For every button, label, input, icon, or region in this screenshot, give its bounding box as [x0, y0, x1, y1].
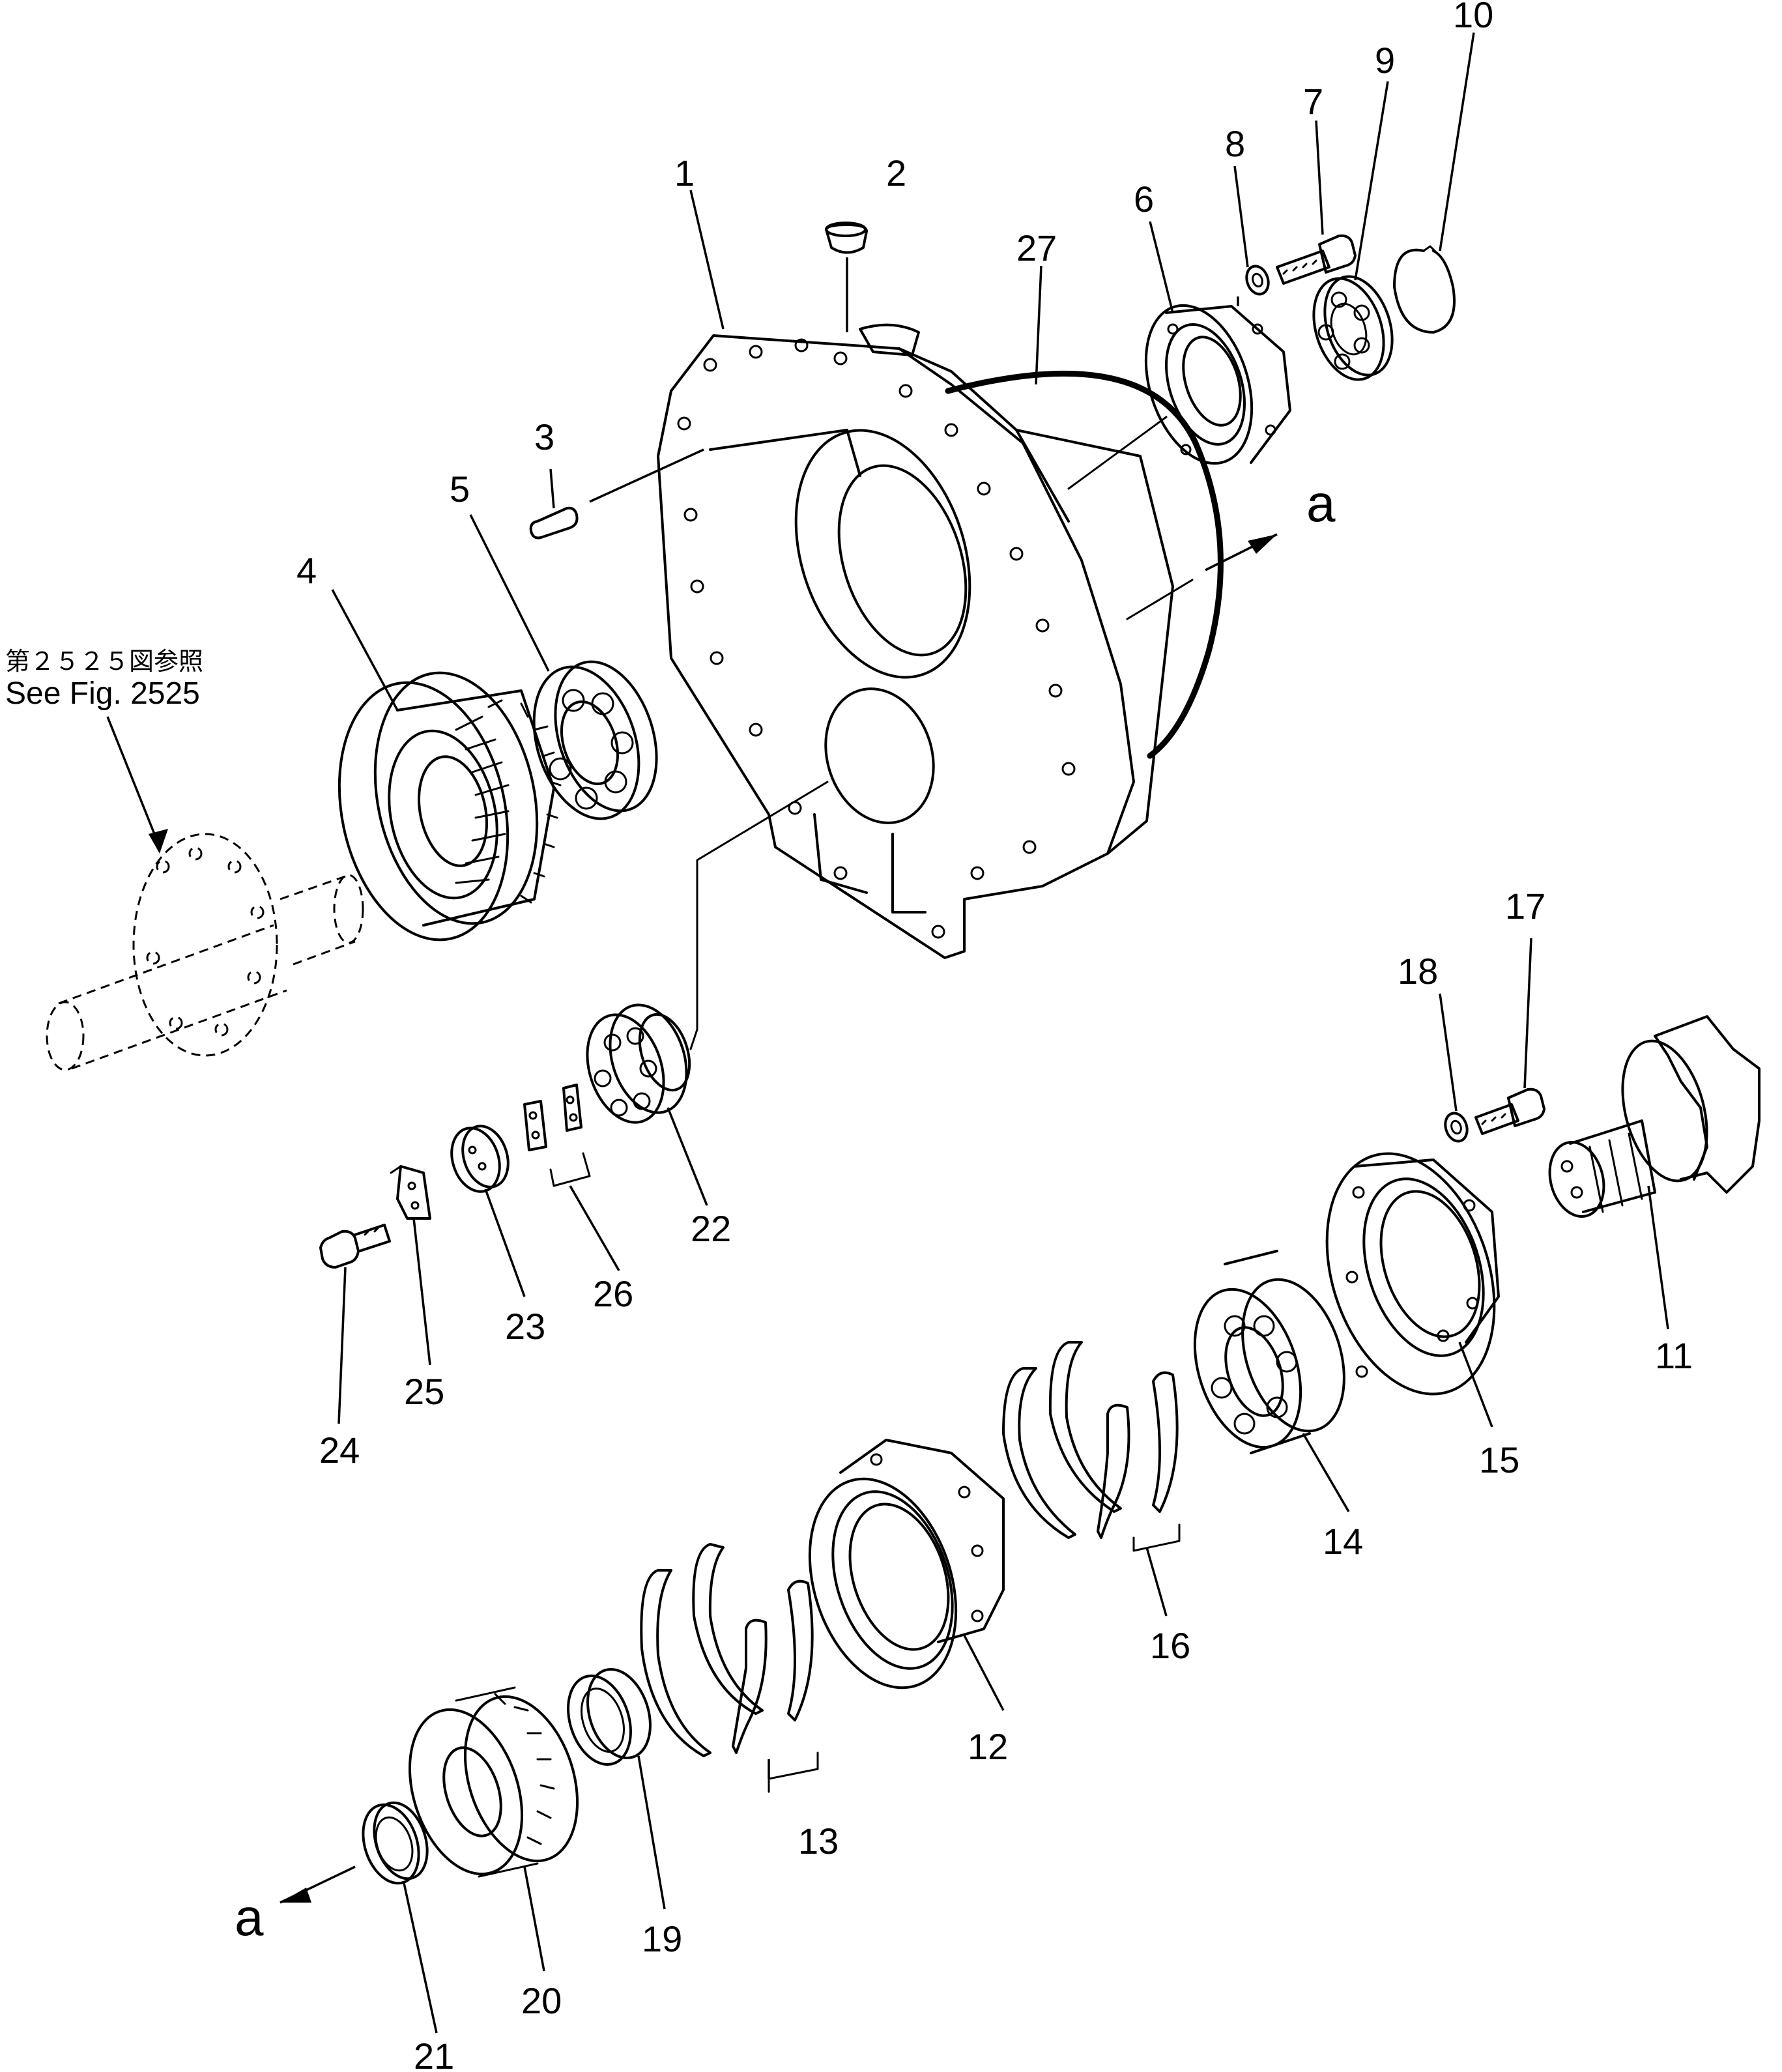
reference-shaft-dashed	[46, 833, 364, 1071]
part-13-shims	[640, 1543, 819, 1793]
reference-arrow-line	[106, 716, 161, 848]
callout-1: 1	[674, 152, 695, 194]
part-25-lock-plate	[390, 1165, 431, 1220]
part-21-ring	[362, 1801, 429, 1885]
part-5-bearing	[532, 660, 658, 820]
callout-11: 11	[1655, 1335, 1693, 1376]
part-12-retainer	[808, 1439, 1005, 1690]
callout-16: 16	[1150, 1625, 1190, 1666]
callout-24: 24	[319, 1430, 360, 1471]
part-26-shims	[523, 1084, 591, 1187]
reference-arrowhead	[149, 829, 168, 854]
part-11-pinion-shaft	[1548, 1015, 1760, 1218]
housing-bolt-holes	[677, 338, 1076, 939]
callout-22: 22	[691, 1208, 731, 1249]
part-7-bolt	[1276, 234, 1357, 285]
part-18-washer	[1444, 1112, 1469, 1143]
callout-20: 20	[521, 1980, 562, 2021]
part-2-plug	[825, 222, 868, 332]
callout-3: 3	[534, 416, 554, 457]
callout-12: 12	[968, 1726, 1008, 1767]
callout-labels: 1 2 3 4 5 6 7 8 9 10 11 12 13 14 15 16 1…	[296, 0, 1693, 2072]
reference-note: 第２５２５図参照 See Fig. 2525	[5, 647, 203, 854]
callout-25: 25	[404, 1371, 444, 1412]
part-22-bearing	[586, 781, 829, 1124]
callout-15: 15	[1479, 1439, 1519, 1480]
part-23-end-plate	[450, 1125, 510, 1193]
callout-6: 6	[1134, 179, 1154, 220]
callout-10: 10	[1453, 0, 1493, 35]
part-4-gear	[338, 671, 562, 942]
callout-13: 13	[798, 1820, 839, 1862]
part-15-cover	[1325, 1152, 1500, 1396]
section-mark-lower-label: a	[235, 1888, 264, 1946]
section-mark-upper-label: a	[1306, 474, 1336, 532]
callout-21: 21	[414, 2036, 454, 2072]
part-10-snap-ring	[1393, 245, 1456, 334]
section-mark-lower: a	[235, 1865, 356, 1946]
callout-17: 17	[1505, 885, 1545, 927]
callout-7: 7	[1303, 81, 1323, 122]
part-24-bolt	[319, 1224, 391, 1269]
callout-2: 2	[886, 152, 906, 194]
reference-note-en: See Fig. 2525	[5, 676, 200, 711]
part-9-bearing	[1312, 275, 1394, 381]
callout-19: 19	[642, 1918, 682, 1959]
callout-8: 8	[1225, 123, 1245, 164]
callout-9: 9	[1375, 40, 1395, 81]
callout-5: 5	[450, 468, 470, 510]
part-6-bearing-cage	[1144, 296, 1291, 465]
part-27-o-ring	[945, 370, 1224, 759]
part-17-bolt	[1474, 1087, 1545, 1135]
part-16-shims	[1002, 1341, 1181, 1552]
part-20-gear	[408, 1686, 579, 1878]
leader-lines	[331, 32, 1669, 2034]
part-19-collar	[567, 1667, 652, 1766]
part-14-bearing	[1193, 1250, 1345, 1454]
part-1-housing	[657, 323, 1174, 959]
section-mark-upper: a	[1205, 474, 1336, 571]
callout-14: 14	[1323, 1521, 1363, 1562]
callout-26: 26	[593, 1273, 633, 1314]
callout-27: 27	[1016, 227, 1057, 268]
reference-note-jp: 第２５２５図参照	[5, 647, 203, 676]
callout-18: 18	[1398, 951, 1438, 992]
callout-4: 4	[296, 550, 317, 591]
part-3-dowel-pin	[529, 448, 704, 540]
callout-23: 23	[505, 1306, 545, 1347]
part-8-washer	[1245, 265, 1270, 296]
